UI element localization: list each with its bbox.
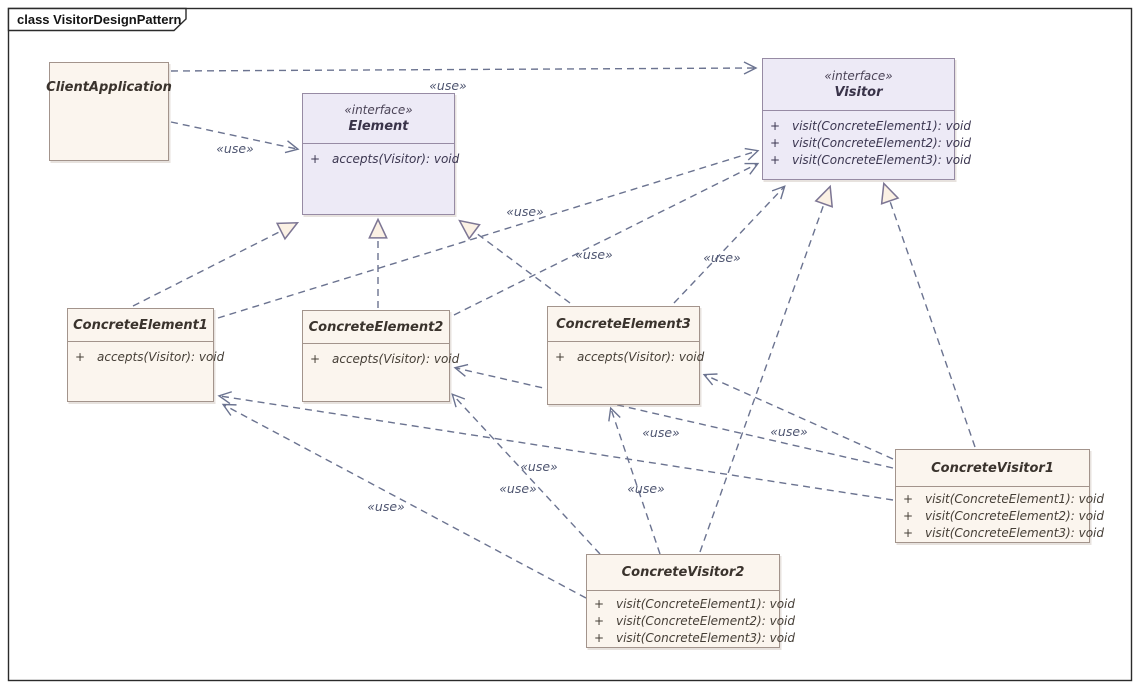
class-name: ConcreteVisitor2: [621, 565, 745, 580]
class-concrete-visitor2[interactable]: ConcreteVisitor2 + visit(ConcreteElement…: [586, 554, 795, 648]
method-row: + accepts(Visitor): void: [75, 349, 225, 364]
use-cv2-ce1: [221, 403, 587, 599]
use-label: «use»: [506, 204, 544, 219]
use-label: «use»: [642, 425, 680, 440]
method-signature: visit(ConcreteElement3): void: [925, 525, 1104, 540]
use-label: «use»: [770, 424, 808, 439]
use-cv2-ce3: [608, 406, 661, 555]
use-label: «use»: [520, 459, 558, 474]
realization-ce1-element: [132, 221, 300, 307]
method-signature: accepts(Visitor): void: [97, 349, 225, 364]
class-client-application[interactable]: ClientApplication: [46, 62, 172, 161]
method-signature: visit(ConcreteElement3): void: [616, 630, 795, 645]
class-concrete-visitor1[interactable]: ConcreteVisitor1 + visit(ConcreteElement…: [895, 449, 1104, 543]
use-label: «use»: [367, 499, 405, 514]
realization-cv2-visitor: [699, 184, 834, 553]
use-client-element: [170, 121, 300, 154]
realization-ce3-element: [458, 219, 571, 304]
class-name: ClientApplication: [46, 80, 172, 95]
use-client-visitor: [170, 61, 758, 75]
method-signature: visit(ConcreteElement2): void: [792, 135, 971, 150]
use-label: «use»: [627, 481, 665, 496]
use-ce3-visitor: [673, 185, 786, 304]
method-signature: accepts(Visitor): void: [577, 349, 705, 364]
method-row: + visit(ConcreteElement2): void: [770, 135, 971, 150]
class-name: ConcreteElement2: [308, 319, 444, 335]
method-row: + visit(ConcreteElement3): void: [903, 525, 1104, 540]
method-row: + visit(ConcreteElement1): void: [770, 118, 971, 133]
stereotype: «interface»: [344, 102, 413, 117]
class-name: Visitor: [834, 84, 883, 100]
class-name: Element: [348, 118, 409, 134]
interface-visitor[interactable]: «interface» Visitor + visit(ConcreteElem…: [762, 58, 971, 180]
method-signature: visit(ConcreteElement1): void: [792, 118, 971, 133]
use-cv1-ce3: [702, 373, 894, 460]
use-label: «use»: [575, 247, 613, 262]
class-concrete-element1[interactable]: ConcreteElement1 + accepts(Visitor): voi…: [67, 308, 225, 402]
method-signature: visit(ConcreteElement2): void: [925, 508, 1104, 523]
method-signature: visit(ConcreteElement3): void: [792, 152, 971, 167]
class-name: ConcreteElement3: [556, 316, 691, 332]
use-cv1-ce2: [453, 363, 894, 469]
method-row: + visit(ConcreteElement1): void: [903, 491, 1104, 506]
stereotype: «interface»: [824, 68, 893, 83]
use-label: «use»: [429, 78, 467, 93]
method-signature: visit(ConcreteElement1): void: [925, 491, 1104, 506]
use-ce2-visitor: [453, 162, 760, 316]
class-name: ConcreteVisitor1: [931, 460, 1054, 476]
realization-cv1-visitor: [880, 181, 976, 448]
class-concrete-element2[interactable]: ConcreteElement2 + accepts(Visitor): voi…: [302, 310, 460, 402]
use-label: «use»: [216, 141, 254, 156]
method-row: + accepts(Visitor): void: [310, 151, 460, 166]
use-cv1-ce1: [217, 391, 894, 501]
class-name: ConcreteElement1: [73, 317, 208, 333]
method-row: + visit(ConcreteElement1): void: [594, 596, 795, 611]
frame-title: class VisitorDesignPattern: [17, 12, 182, 27]
method-row: + accepts(Visitor): void: [310, 351, 460, 366]
method-row: + visit(ConcreteElement3): void: [594, 630, 795, 645]
use-label: «use»: [499, 481, 537, 496]
use-ce1-visitor: [217, 147, 760, 319]
method-signature: accepts(Visitor): void: [332, 351, 460, 366]
method-signature: visit(ConcreteElement1): void: [616, 596, 795, 611]
method-row: + visit(ConcreteElement2): void: [903, 508, 1104, 523]
use-label: «use»: [703, 250, 741, 265]
diagram-frame: [7, 7, 1133, 682]
method-signature: accepts(Visitor): void: [332, 151, 460, 166]
method-signature: visit(ConcreteElement2): void: [616, 613, 795, 628]
method-row: + accepts(Visitor): void: [555, 349, 705, 364]
method-row: + visit(ConcreteElement2): void: [594, 613, 795, 628]
class-concrete-element3[interactable]: ConcreteElement3 + accepts(Visitor): voi…: [547, 306, 705, 405]
method-row: + visit(ConcreteElement3): void: [770, 152, 971, 167]
use-cv2-ce2: [451, 393, 601, 555]
interface-element[interactable]: «interface» Element + accepts(Visitor): …: [302, 93, 460, 215]
